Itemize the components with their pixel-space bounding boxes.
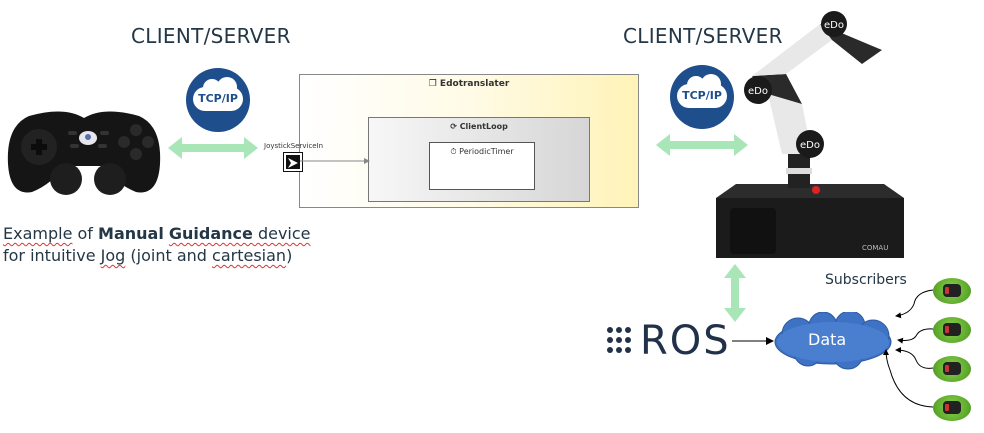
- bidirectional-arrow-left: [168, 137, 258, 159]
- ros-logo-text: ROS: [640, 318, 731, 364]
- data-cloud-icon: [774, 312, 892, 370]
- component-title: ❐ Edotranslater: [428, 79, 510, 89]
- device-caption: Example of Manual Guidance device for in…: [3, 224, 311, 265]
- subscriber-node[interactable]: [933, 317, 971, 343]
- connector-line: [895, 289, 934, 319]
- tcp-ip-cloud-icon: [193, 77, 243, 111]
- bidirectional-arrow-right: [656, 134, 748, 156]
- subscriber-node[interactable]: [933, 395, 971, 421]
- edo-label: eDo: [748, 86, 768, 97]
- subscriber-node[interactable]: [933, 356, 971, 382]
- bidirectional-arrow-vertical: [724, 264, 746, 322]
- data-label: Data: [808, 330, 847, 349]
- edo-label: eDo: [824, 20, 844, 31]
- connector-line: [895, 347, 934, 369]
- tcp-ip-cloud-icon: [677, 74, 727, 108]
- robot-arm-icon: COMAU eDo eDo eDo: [716, 11, 904, 258]
- port-label: JoystickServiceIn: [264, 142, 324, 150]
- port-arrow-icon: [288, 158, 298, 168]
- tcp-ip-label: TCP/IP: [682, 89, 722, 102]
- edotranslater-component[interactable]: ❐ Edotranslater ⟳ ClientLoop ⏱ PeriodicT…: [299, 74, 639, 208]
- tcp-ip-label: TCP/IP: [198, 92, 238, 105]
- joystick-service-port[interactable]: [283, 152, 303, 172]
- subscriber-node[interactable]: [933, 278, 971, 304]
- timer-title: ⏱ PeriodicTimer: [450, 147, 514, 156]
- connector-line: [897, 328, 934, 344]
- camera-icon: [943, 401, 961, 414]
- ros-dots-icon: [607, 327, 631, 353]
- right-heading: CLIENT/SERVER: [623, 24, 783, 48]
- tcp-ip-badge-left: TCP/IP: [186, 68, 250, 132]
- tcp-ip-badge-right: TCP/IP: [670, 65, 734, 129]
- timer-icon: ⏱: [450, 147, 460, 156]
- periodic-timer-block[interactable]: ⏱ PeriodicTimer: [429, 142, 535, 190]
- camera-icon: [943, 323, 961, 336]
- connector-line: [883, 349, 934, 408]
- gamepad-icon: [7, 111, 161, 195]
- client-loop-block[interactable]: ⟳ ClientLoop ⏱ PeriodicTimer: [368, 117, 590, 202]
- edo-label: eDo: [800, 140, 820, 151]
- left-heading: CLIENT/SERVER: [131, 24, 291, 48]
- component-icon: ❐: [428, 79, 440, 89]
- brand-label: COMAU: [862, 244, 888, 252]
- camera-icon: [943, 362, 961, 375]
- subscribers-label: Subscribers: [825, 272, 907, 288]
- ros-to-data-arrow: [732, 337, 774, 345]
- loop-title: ⟳ ClientLoop: [450, 122, 508, 131]
- subscriber-connectors: [883, 289, 934, 408]
- camera-icon: [943, 284, 961, 297]
- loop-icon: ⟳: [450, 122, 460, 131]
- port-connector-line: [300, 158, 370, 164]
